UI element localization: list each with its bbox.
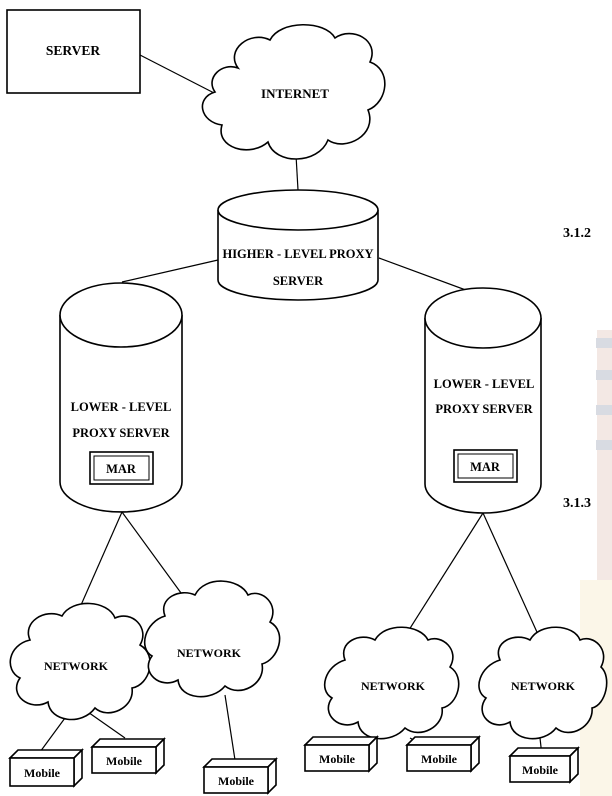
internet-label: INTERNET <box>261 86 329 101</box>
mobile-label-5: Mobile <box>421 752 458 766</box>
mobile-label-3: Mobile <box>218 774 255 788</box>
network-label-1: NETWORK <box>44 659 109 673</box>
lower-proxy-right-line1: LOWER - LEVEL <box>434 377 535 391</box>
network-label-3: NETWORK <box>361 679 426 693</box>
higher-proxy-label-line2: SERVER <box>273 274 324 288</box>
network-label-4: NETWORK <box>511 679 576 693</box>
network-cloud-3: NETWORK <box>323 626 460 740</box>
network-cloud-1: NETWORK <box>9 602 151 721</box>
mobile-device-1: Mobile <box>8 748 84 788</box>
mar-label-left: MAR <box>106 462 137 476</box>
higher-proxy-label-line1: HIGHER - LEVEL PROXY <box>222 247 373 261</box>
lower-level-proxy-server-left: LOWER - LEVEL PROXY SERVER MAR <box>59 282 183 513</box>
higher-level-proxy-server: HIGHER - LEVEL PROXY SERVER <box>217 189 379 301</box>
lower-proxy-left-line2: PROXY SERVER <box>72 426 170 440</box>
section-number-3-1-2: 3.1.2 <box>563 226 591 241</box>
network-cloud-2: NETWORK <box>143 580 281 698</box>
mobile-device-5: Mobile <box>405 735 481 773</box>
network-label-2: NETWORK <box>177 646 242 660</box>
mobile-label-4: Mobile <box>319 752 356 766</box>
mobile-device-6: Mobile <box>508 746 580 784</box>
section-number-3-1-3: 3.1.3 <box>563 496 591 511</box>
server-label: SERVER <box>46 43 101 58</box>
lower-proxy-right-line2: PROXY SERVER <box>435 402 533 416</box>
mobile-label-6: Mobile <box>522 763 559 777</box>
mobile-device-2: Mobile <box>90 737 166 775</box>
mobile-device-4: Mobile <box>303 735 379 773</box>
server-box: SERVER <box>6 9 141 94</box>
mar-box-left: MAR <box>89 451 154 485</box>
mar-label-right: MAR <box>470 460 501 474</box>
mar-box-right: MAR <box>453 449 518 483</box>
lower-level-proxy-server-right: LOWER - LEVEL PROXY SERVER MAR <box>424 287 542 514</box>
mobile-device-3: Mobile <box>202 757 278 795</box>
network-cloud-4: NETWORK <box>478 626 608 740</box>
mobile-label-1: Mobile <box>24 766 61 780</box>
lower-proxy-left-line1: LOWER - LEVEL <box>71 400 172 414</box>
mobile-label-2: Mobile <box>106 754 143 768</box>
internet-cloud: INTERNET <box>201 23 386 160</box>
